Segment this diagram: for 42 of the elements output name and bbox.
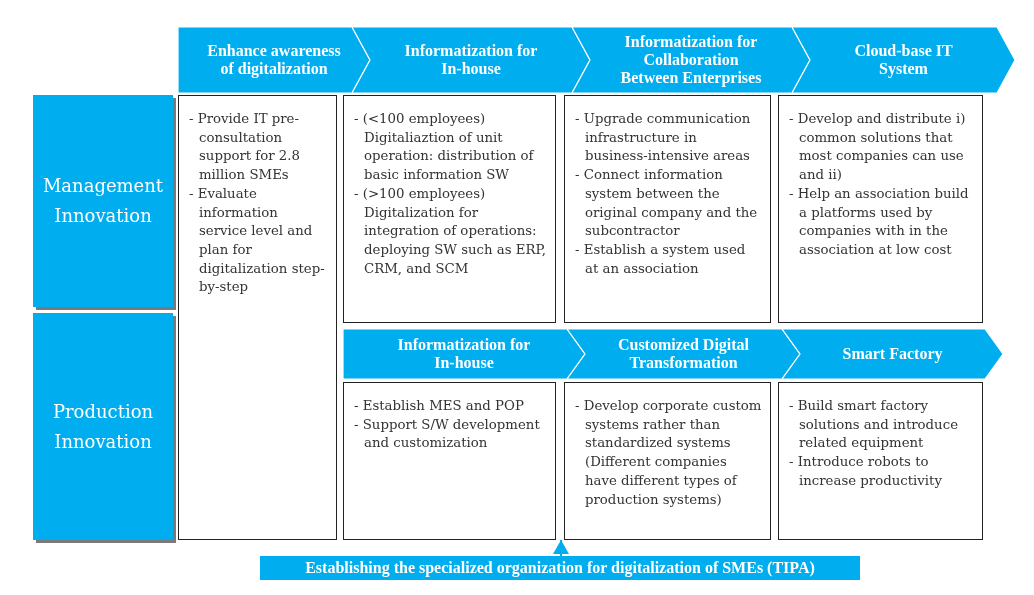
- category-label: Production Innovation: [51, 399, 155, 454]
- header-text: Enhance awareness of digitalization: [206, 42, 342, 78]
- chevron-header: [572, 27, 810, 93]
- content-box: [343, 382, 556, 540]
- bullet-item: - (<100 employees) Digitaliaztion of unit operation: distribution of basic information SW: [354, 110, 536, 185]
- banner-text: Establishing the specialized organization for digitalization of SMEs (TIPA): [305, 559, 815, 577]
- bullet-item: - Build smart factory solutions and introduce related equipment: [789, 397, 959, 453]
- category-box: [33, 313, 173, 540]
- bullet-item: - Evaluate information service level and plan for digitalization step-by-step: [189, 184, 326, 297]
- bullet-item: - Establish a system used at an association: [575, 240, 747, 278]
- content-box: [564, 382, 771, 540]
- header-text: Informatization for In-house: [403, 42, 539, 78]
- chevron-header: [343, 329, 585, 379]
- category-box: [33, 95, 173, 307]
- bullet-item: - Introduce robots to increase productivity: [789, 453, 943, 490]
- bullet-item: - Upgrade communication infrastructure in business-intensive areas: [575, 110, 752, 166]
- chevron-header: [792, 27, 1015, 93]
- bullet-item: - Establish MES and POP: [354, 397, 525, 415]
- bullet-item: - Help an association build a platforms used by companies with in the association at low cost: [789, 184, 970, 259]
- content-box: [343, 95, 556, 323]
- category-label: Management Innovation: [41, 174, 165, 228]
- content-box: [564, 95, 771, 323]
- header-text: Customized Digital Transformation: [616, 336, 751, 372]
- header-text: Smart Factory: [841, 345, 944, 363]
- bullet-item: - Support S/W development and customization: [354, 415, 541, 453]
- bullet-item: - Develop and distribute i) common solutions that most companies can use and ii): [789, 110, 967, 185]
- chevron-header: [352, 27, 590, 93]
- content-box: [178, 95, 337, 540]
- arrow: [553, 539, 569, 557]
- bullet-item: - (>100 employees) Digitalization for integration of operations: deploying SW such as ERP, CRM, and SCM: [354, 184, 547, 278]
- bullet-item: - Connect information system between the original company and the subcontractor: [575, 166, 759, 241]
- bullet-item: - Develop corporate custom systems rather than standardized systems (Different companies have different types of production systems): [575, 397, 762, 509]
- bullet-item: - Provide IT pre-consultation support for 2.8 million SMEs: [189, 110, 301, 185]
- header-text: Informatization for In-house: [396, 336, 532, 372]
- header-text: Cloud-base IT System: [853, 42, 954, 78]
- banner-bar: [260, 556, 860, 580]
- chevron-header: [567, 329, 800, 379]
- chevron-header: [782, 329, 1003, 379]
- content-box: [778, 382, 983, 540]
- content-box: [778, 95, 983, 323]
- header-text: Informatization for Collaboration Between Enterprises: [619, 33, 763, 87]
- chevron-header: [178, 27, 370, 93]
